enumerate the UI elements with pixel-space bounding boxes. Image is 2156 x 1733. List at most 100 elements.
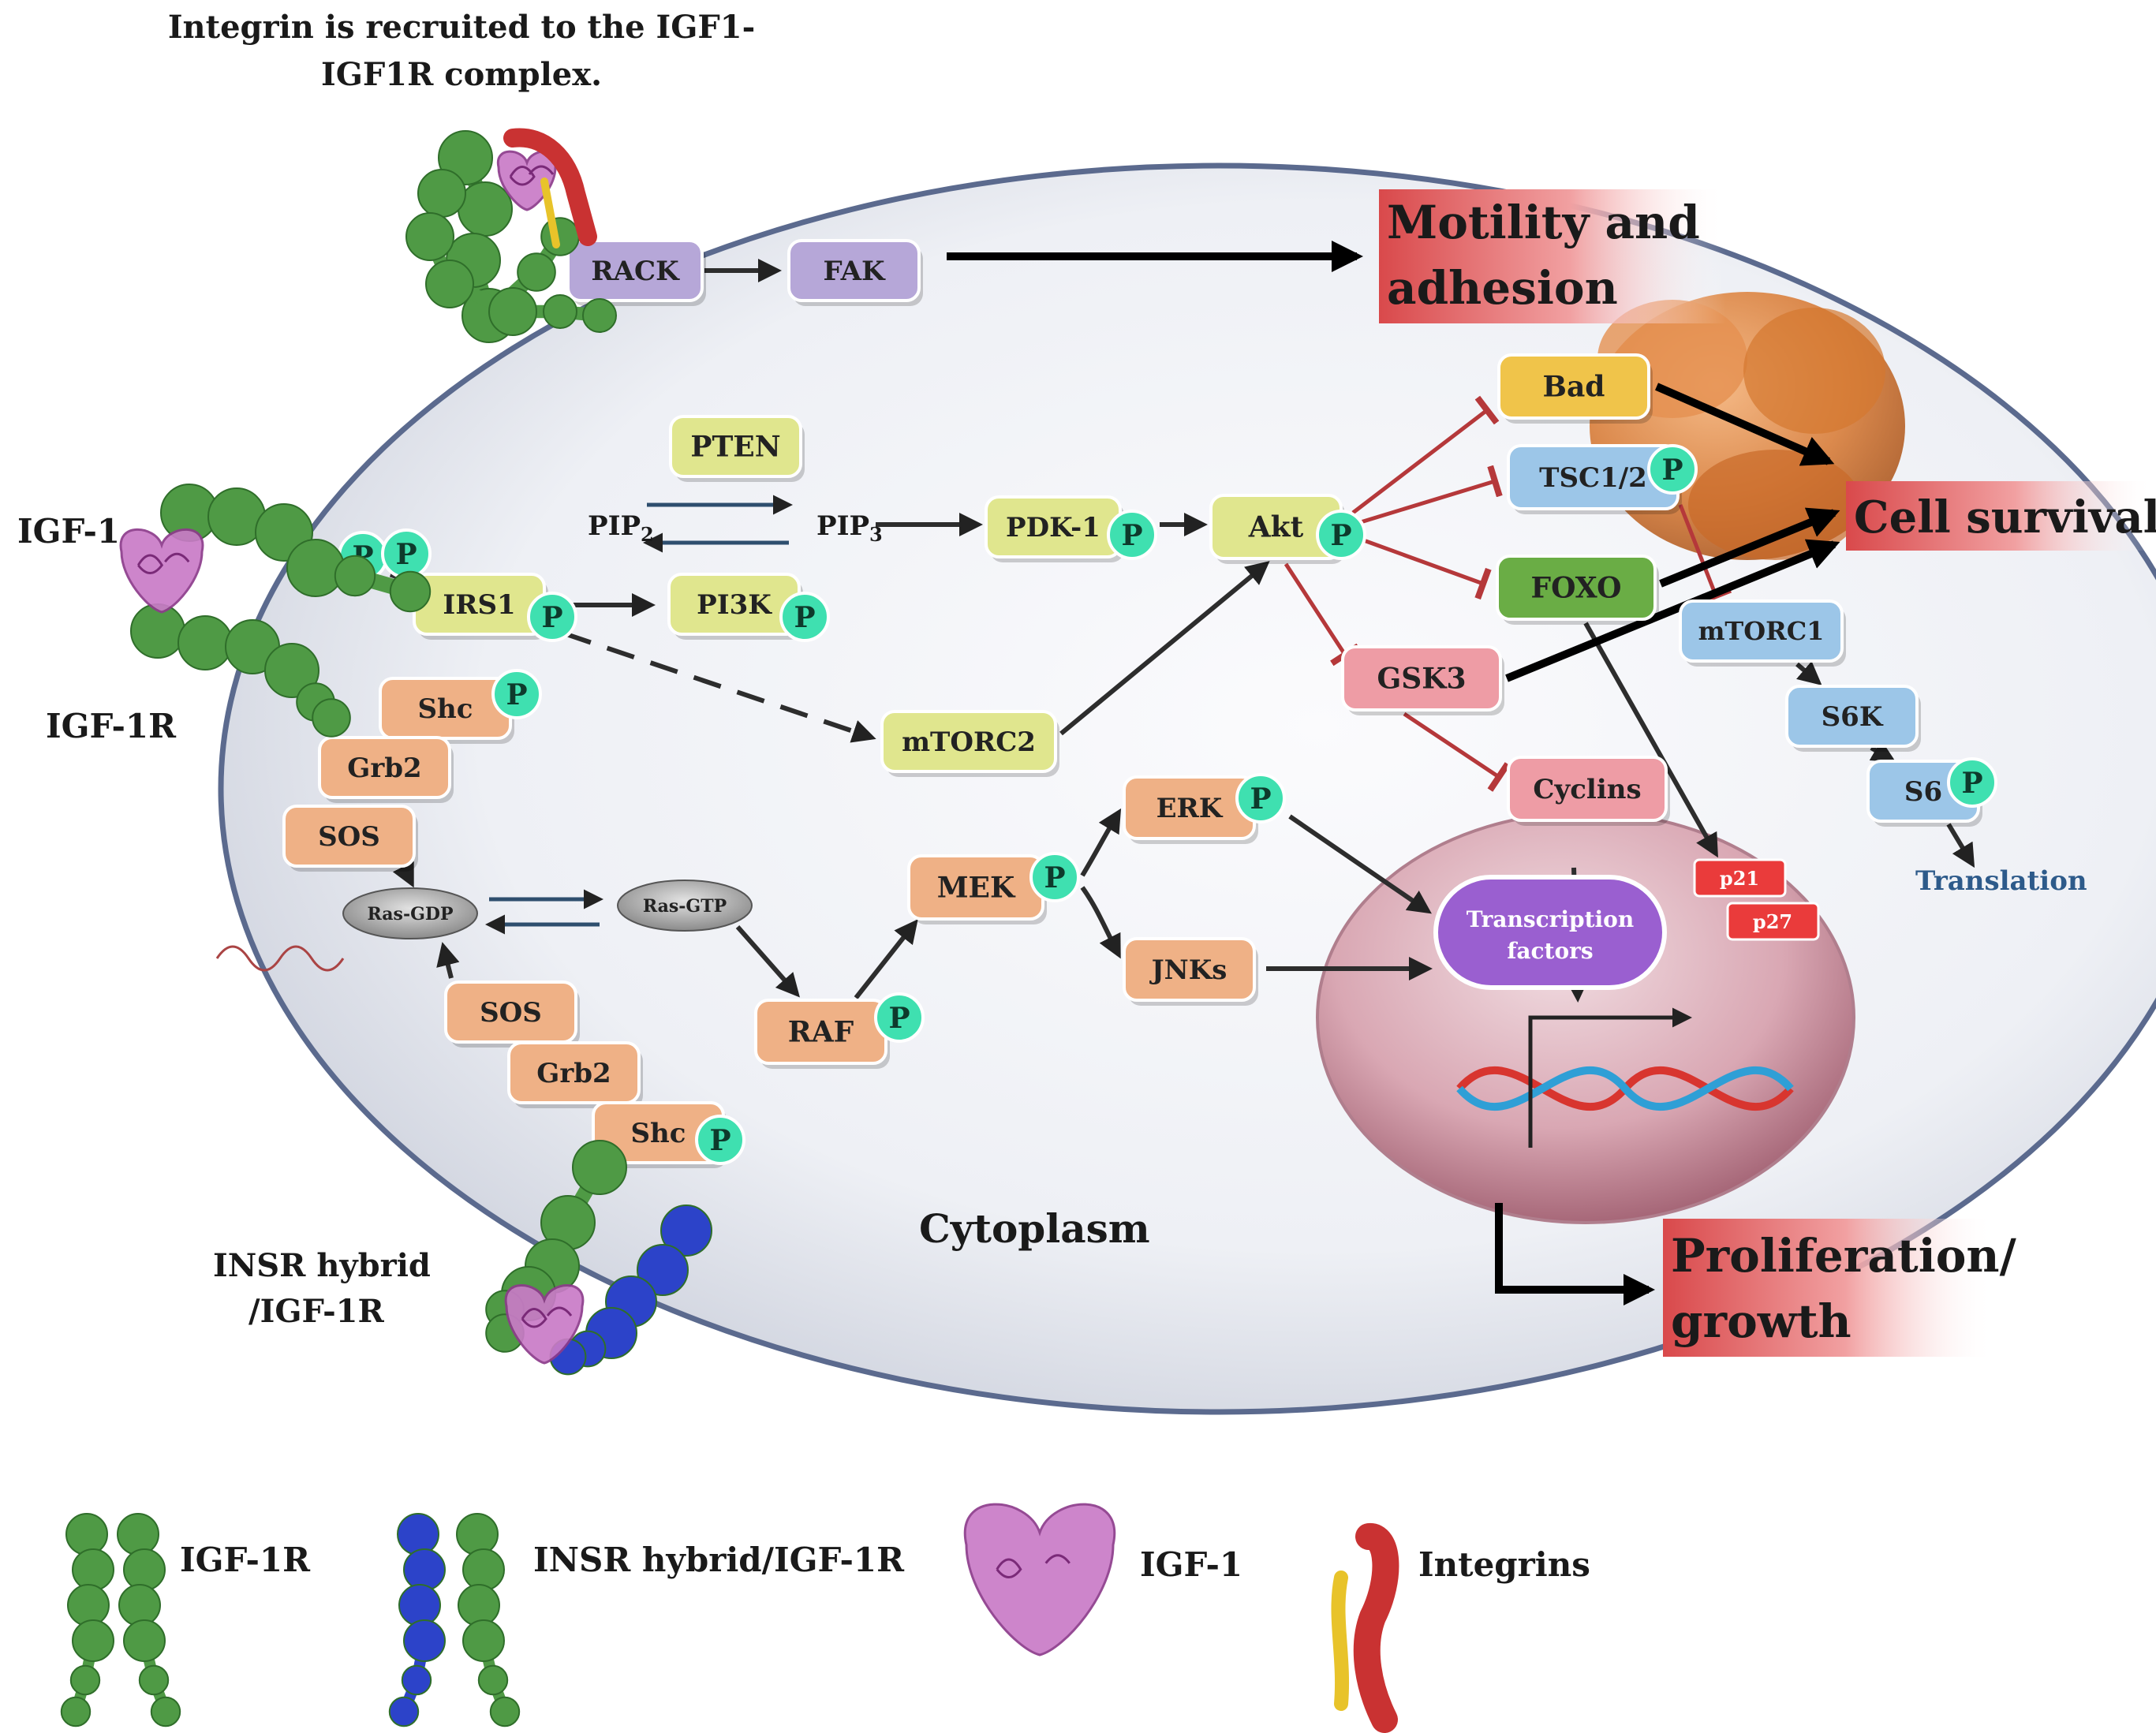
node-label: S6 xyxy=(1904,776,1942,808)
node-irs1: IRS1 xyxy=(413,573,548,640)
outcome-motility-line2: adhesion xyxy=(1387,261,1618,315)
node-label: Shc xyxy=(631,1118,686,1149)
phospho-badge: P xyxy=(1029,852,1080,902)
legend-integrins-label: Integrins xyxy=(1418,1545,1590,1584)
phospho-badge: P xyxy=(381,528,432,579)
phospho-badge: P xyxy=(491,669,542,719)
phospho-label: P xyxy=(709,1124,730,1157)
phospho-label: P xyxy=(1250,782,1271,816)
phospho-label: P xyxy=(1121,519,1142,552)
node-pi3k: PI3K xyxy=(667,573,803,640)
legend-igf1-icon xyxy=(963,1503,1116,1656)
phospho-label: P xyxy=(395,538,417,571)
phospho-label: P xyxy=(1961,767,1982,800)
node-shc-bot: Shc xyxy=(592,1101,727,1168)
phospho-badge: P xyxy=(1647,444,1698,495)
node-label: PTEN xyxy=(690,431,780,464)
phospho-badge: P xyxy=(1107,510,1157,560)
legend-igf1-label: IGF-1 xyxy=(1140,1545,1242,1584)
membrane-anchor-icon xyxy=(215,945,345,972)
node-erk: ERK xyxy=(1123,775,1258,844)
igf1r-receptor-left xyxy=(160,484,432,613)
node-label: Grb2 xyxy=(347,753,421,784)
pip3-label: PIP3 xyxy=(816,510,883,546)
legend: IGF-1R INSR hybrid/IGF-1R IGF-1 Integrin… xyxy=(60,1503,1590,1733)
phospho-label: P xyxy=(1330,519,1351,552)
phospho-badge: P xyxy=(1316,510,1366,560)
node-label: Bad xyxy=(1543,371,1605,404)
node-ras-gdp: Ras-GDP xyxy=(342,887,478,939)
node-label: IRS1 xyxy=(443,589,515,621)
activation-arrow xyxy=(1795,661,1822,685)
phospho-badge: P xyxy=(1235,773,1286,824)
node-p27: p27 xyxy=(1726,902,1820,941)
diagram-title-line2: IGF1R complex. xyxy=(321,56,602,93)
node-label: Grb2 xyxy=(536,1058,611,1089)
insr-hybrid-blue xyxy=(549,1205,712,1376)
outcome-proliferation-line2: growth xyxy=(1671,1294,1851,1348)
svg-text:PIP3: PIP3 xyxy=(816,510,883,546)
node-fak: FAK xyxy=(787,239,923,306)
pathway-arrows xyxy=(346,241,1975,1305)
legend-igf1r-icon xyxy=(117,1513,181,1727)
legend-integrin-yellow-icon xyxy=(1331,1571,1350,1711)
node-akt: Akt xyxy=(1209,494,1345,564)
node-rack: RACK xyxy=(566,239,706,306)
node-label: Transcription xyxy=(1467,906,1634,932)
node-label: Cyclins xyxy=(1533,774,1641,805)
phospho-label: P xyxy=(1044,861,1065,895)
node-label: PI3K xyxy=(697,589,772,621)
node-sos-top: SOS xyxy=(282,805,418,872)
node-gsk3: GSK3 xyxy=(1341,645,1504,715)
activation-arrow xyxy=(1080,808,1122,877)
node-sos-bot: SOS xyxy=(444,980,580,1048)
activation-arrow xyxy=(1583,622,1718,858)
node-label: JNKs xyxy=(1149,954,1227,986)
activation-arrow xyxy=(1869,740,1896,762)
node-grb2-bot: Grb2 xyxy=(507,1041,643,1108)
node-ras-gtp: Ras-GTP xyxy=(617,880,753,932)
activation-arrow xyxy=(392,861,414,888)
phospho-badge: P xyxy=(1947,757,1997,808)
node-label: Akt xyxy=(1248,511,1304,544)
node-label: FOXO xyxy=(1531,572,1622,605)
node-label: GSK3 xyxy=(1377,663,1466,696)
node-label: S6K xyxy=(1822,701,1884,733)
activation-arrow xyxy=(1946,823,1975,868)
node-label: RACK xyxy=(591,256,680,287)
phospho-badge: P xyxy=(874,992,925,1043)
legend-integrin-red-icon xyxy=(1353,1523,1399,1733)
legend-insr-blue-icon xyxy=(388,1513,446,1727)
node-label: SOS xyxy=(480,997,542,1029)
node-tsc: TSC1/2 xyxy=(1507,444,1682,514)
insr-label-line2: /IGF-1R xyxy=(248,1293,385,1330)
node-p21: p21 xyxy=(1693,858,1787,898)
node-label: TSC1/2 xyxy=(1539,462,1647,494)
activation-arrow xyxy=(1080,886,1121,959)
node-label: Shc xyxy=(418,693,473,725)
inhibition-arrow xyxy=(1678,504,1732,605)
receptors xyxy=(119,128,712,1376)
activation-arrow xyxy=(1288,814,1432,914)
node-label: MEK xyxy=(937,872,1016,905)
inhibition-arrow xyxy=(1352,465,1503,527)
node-pdk1: PDK-1 xyxy=(985,495,1124,562)
phospho-label: P xyxy=(541,601,562,634)
translation-label: Translation xyxy=(1915,865,2087,897)
node-bad: Bad xyxy=(1497,353,1653,424)
node-cyclins: Cyclins xyxy=(1507,756,1670,826)
node-label: FAK xyxy=(823,256,886,287)
node-label: SOS xyxy=(318,821,380,853)
inhibition-arrow xyxy=(1352,534,1492,600)
legend-insr-green-icon xyxy=(456,1513,521,1727)
phospho-label: P xyxy=(1661,454,1683,487)
outcome-cell-survival-text: Cell survival xyxy=(1854,491,2156,543)
dna-helix-icon xyxy=(1456,1066,1794,1111)
node-label: Ras-GDP xyxy=(368,904,454,924)
survival-arrow xyxy=(1505,539,1840,682)
node-jnks: JNKs xyxy=(1123,937,1258,1006)
phospho-badges: PPPPPPPPPPPPP xyxy=(338,444,1997,1165)
node-mek: MEK xyxy=(907,854,1047,924)
node-pten: PTEN xyxy=(669,415,805,482)
node-label: Ras-GTP xyxy=(643,896,727,917)
